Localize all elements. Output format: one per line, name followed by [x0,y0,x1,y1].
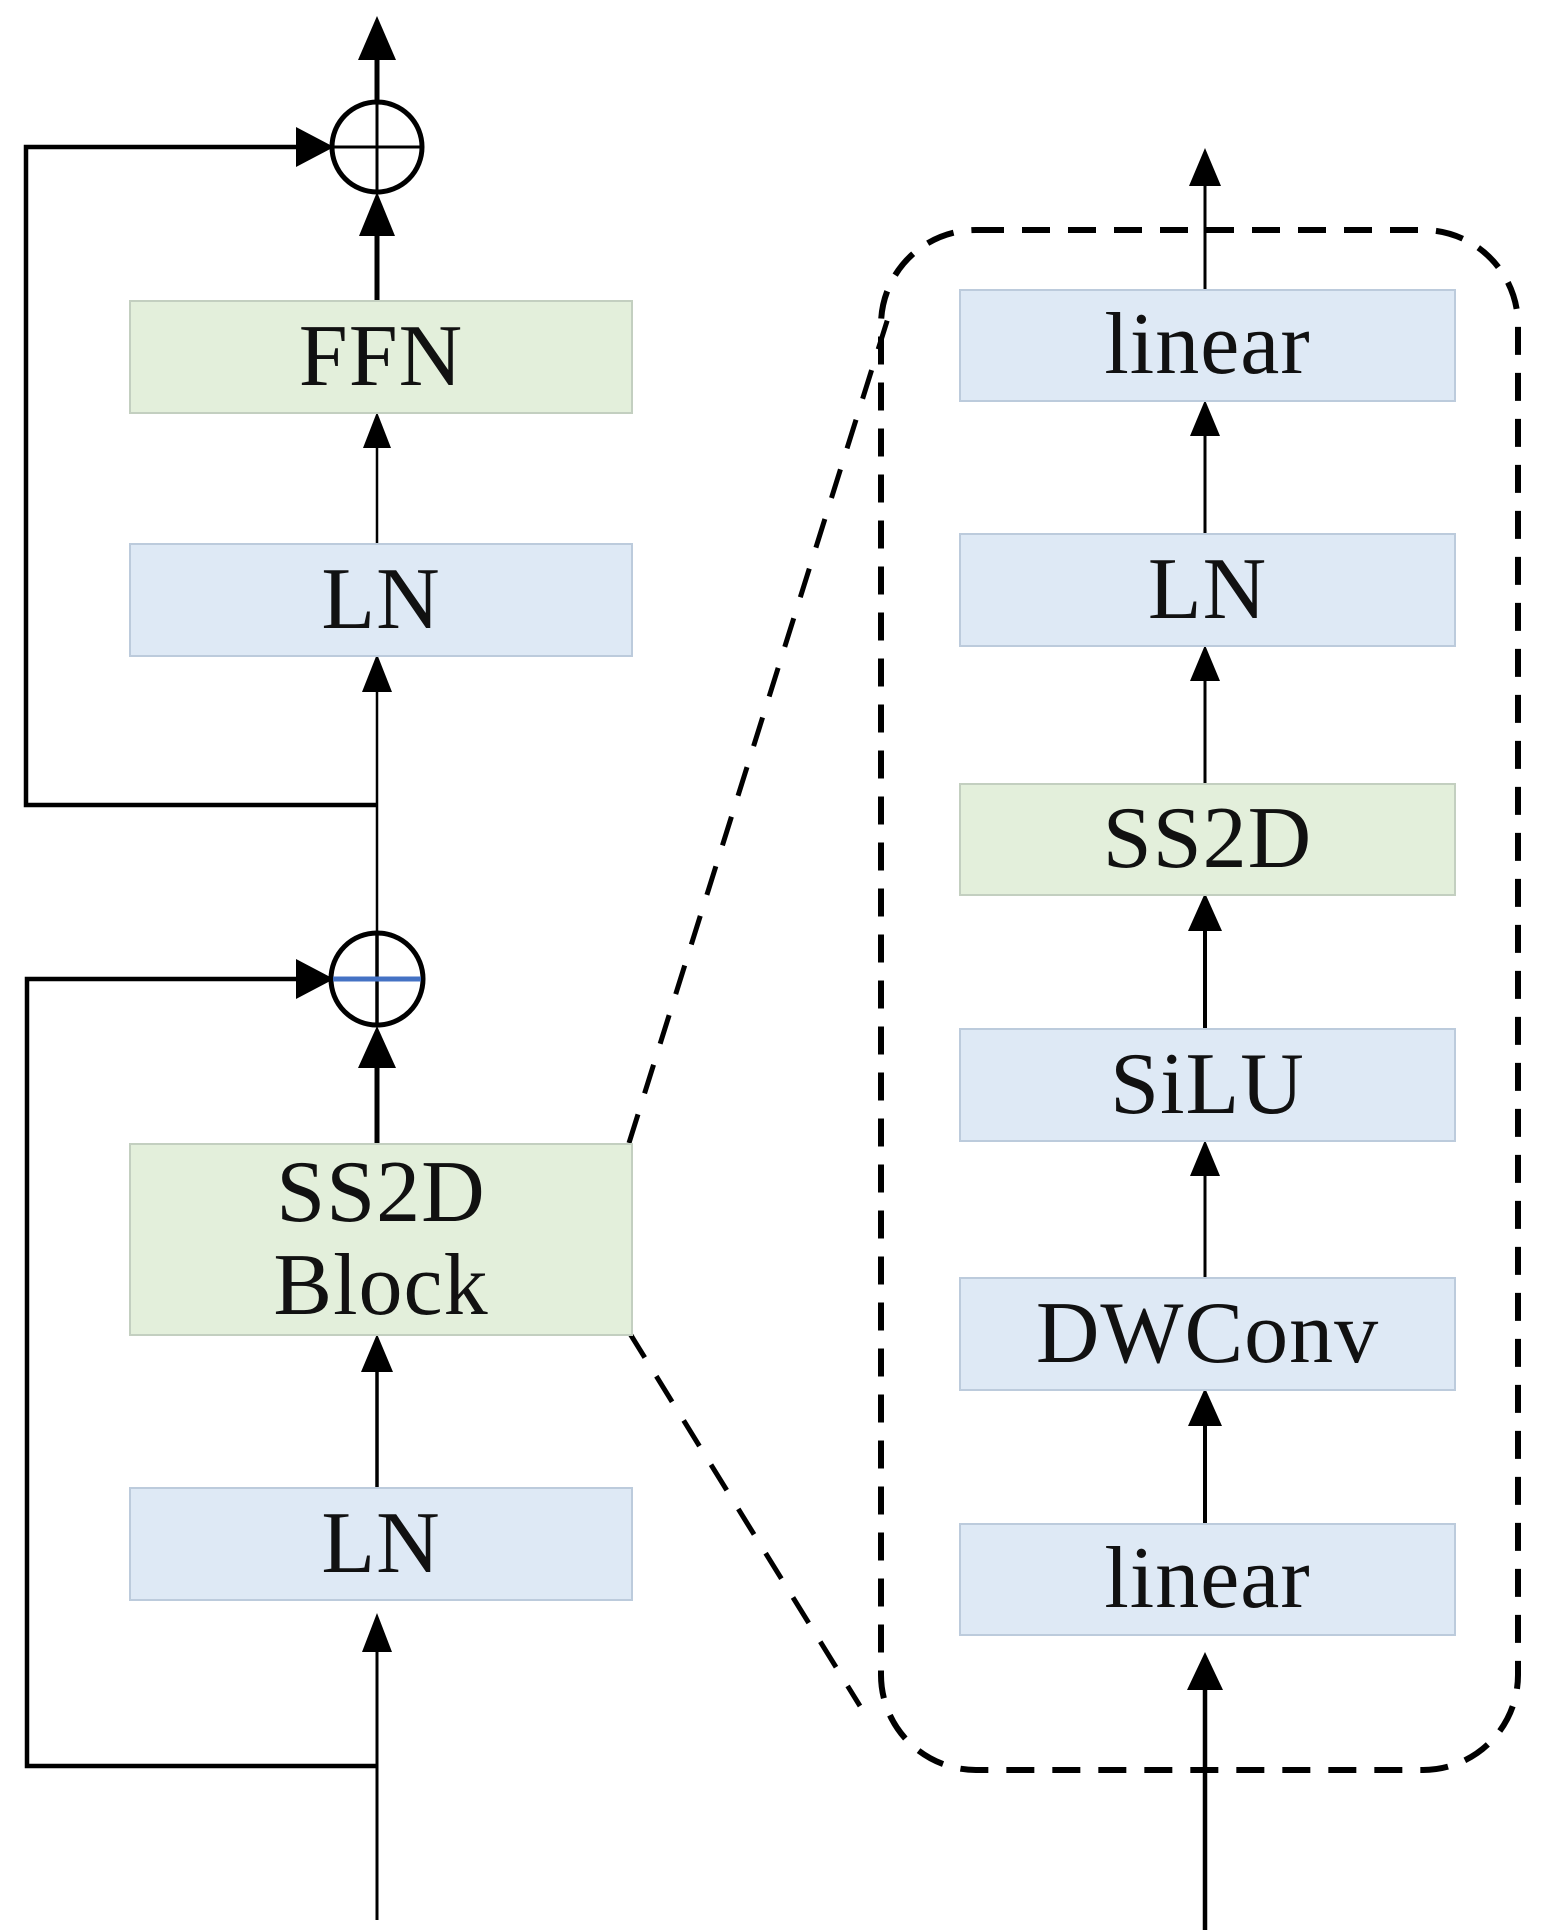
ss2d-block-label-line1: SS2D [276,1144,486,1242]
expansion-dashed-border [878,227,1521,1773]
ln2-to-ss2dblock-arrowhead-icon [361,1334,393,1372]
ss2dblock-to-add-arrowhead-icon [358,1026,396,1068]
ss2d-label: SS2D [1102,790,1313,888]
ffn-label: FFN [298,307,464,405]
dwconv-label: DWConv [1035,1284,1380,1382]
ln-to-linear1-arrowhead-icon [1190,400,1220,436]
ln-to-ffn-arrowhead-icon [363,412,391,448]
layernorm-bottom-label: LN [321,1494,441,1592]
silu-label: SiLU [1110,1035,1305,1133]
left-output-arrowhead-icon [358,16,396,60]
layernorm-right-box: LN [959,533,1456,647]
left-input-arrowhead-icon [362,1613,392,1652]
layernorm-top-label: LN [321,550,441,648]
ss2d-block-box: SS2D Block [129,1143,633,1336]
linear-bottom-box: linear [959,1523,1456,1636]
right-input-arrowhead-icon [1187,1652,1223,1690]
ss2d-block-label-line2: Block [273,1236,489,1334]
ss2d-box: SS2D [959,783,1456,896]
dwconv-to-silu-arrowhead-icon [1190,1140,1220,1176]
silu-box: SiLU [959,1028,1456,1142]
residual-rail-top [23,144,377,808]
ffn-box: FFN [129,300,633,414]
silu-to-ss2d-arrowhead-icon [1188,893,1222,931]
linear2-to-dwconv-arrowhead-icon [1188,1388,1222,1426]
add-to-ln-arrowhead-icon [362,654,392,692]
layernorm-bottom-box: LN [129,1487,633,1601]
linear-bottom-label: linear [1104,1530,1311,1628]
expansion-connector-bottom [626,1330,863,1708]
residual-top-arrowhead-icon [296,127,334,167]
residual-rail-bottom [24,976,377,1769]
ffn-to-add-arrowhead-icon [359,192,395,236]
linear-top-label: linear [1104,296,1311,394]
layernorm-right-label: LN [1147,540,1268,638]
right-output-arrowhead-icon [1189,148,1221,186]
expansion-connector-top [626,301,896,1144]
dwconv-box: DWConv [959,1277,1456,1391]
linear-top-box: linear [959,289,1456,402]
layernorm-top-box: LN [129,543,633,657]
residual-bottom-arrowhead-icon [296,959,334,999]
ss2d-to-ln-arrowhead-icon [1190,645,1220,681]
